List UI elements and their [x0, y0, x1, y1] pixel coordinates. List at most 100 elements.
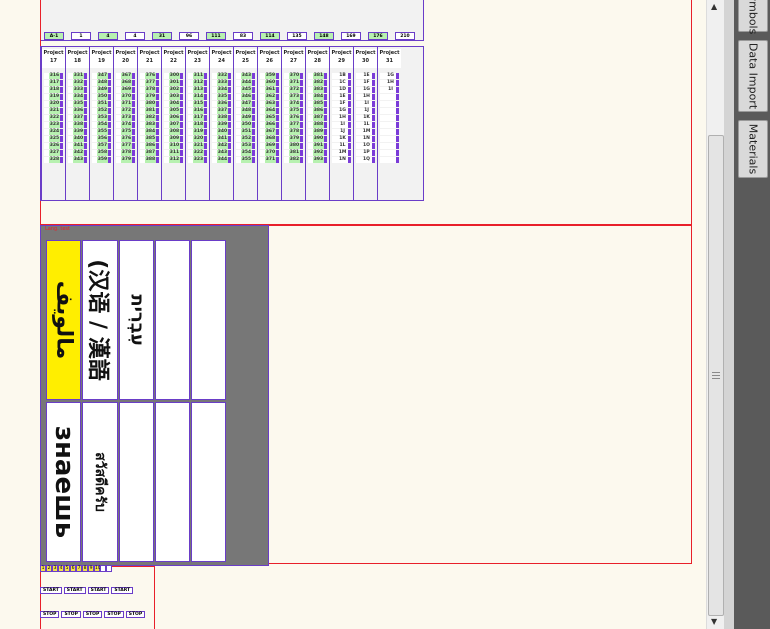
project-cell[interactable]: 339	[212, 121, 231, 128]
stop-button[interactable]: STOP	[40, 611, 60, 618]
project-cell[interactable]: 338	[212, 114, 231, 121]
project-cell[interactable]: 373	[116, 114, 135, 121]
project-cell[interactable]: 311	[188, 73, 207, 79]
project-cell[interactable]: 386	[308, 107, 327, 114]
project-cell[interactable]: 350	[92, 93, 111, 100]
number-cell[interactable]: 3	[52, 565, 58, 572]
project-cell[interactable]: 381	[308, 73, 327, 79]
project-cell[interactable]: 1O	[356, 142, 375, 149]
project-cell[interactable]: 338	[68, 121, 87, 128]
project-cell[interactable]: 332	[68, 79, 87, 86]
project-cell[interactable]: 382	[284, 156, 303, 163]
start-button[interactable]: START	[87, 587, 110, 594]
project-cell[interactable]: 354	[236, 149, 255, 156]
project-cell[interactable]: 378	[284, 128, 303, 135]
project-cell[interactable]: 321	[44, 107, 63, 114]
project-cell[interactable]: 379	[116, 156, 135, 163]
project-cell[interactable]: 331	[68, 73, 87, 79]
project-cell[interactable]: 352	[236, 135, 255, 142]
start-button[interactable]: START	[63, 587, 86, 594]
project-cell[interactable]: 316	[188, 107, 207, 114]
project-cell[interactable]: 342	[212, 142, 231, 149]
number-cell[interactable]: 4	[58, 565, 64, 572]
project-cell[interactable]: 301	[164, 79, 183, 86]
project-cell[interactable]: 349	[236, 114, 255, 121]
project-cell[interactable]	[380, 142, 399, 149]
project-cell[interactable]: 1I	[380, 86, 399, 93]
project-cell[interactable]: 357	[92, 142, 111, 149]
number-cell[interactable]: 5	[64, 565, 70, 572]
project-cell[interactable]: 316	[44, 73, 63, 79]
project-cell[interactable]: 1K	[356, 114, 375, 121]
project-cell[interactable]: 337	[212, 107, 231, 114]
project-cell[interactable]: 371	[116, 100, 135, 107]
project-cell[interactable]: 302	[164, 86, 183, 93]
tab-materials[interactable]: Materials	[738, 120, 768, 178]
project-cell[interactable]: 369	[116, 86, 135, 93]
project-cell[interactable]: 321	[188, 142, 207, 149]
project-cell[interactable]: 374	[116, 121, 135, 128]
project-cell[interactable]: 322	[188, 149, 207, 156]
project-cell[interactable]: 333	[68, 86, 87, 93]
project-cell[interactable]: 1Q	[356, 156, 375, 163]
project-cell[interactable]: 303	[164, 93, 183, 100]
project-cell[interactable]: 1M	[356, 128, 375, 135]
project-cell[interactable]: 328	[44, 156, 63, 163]
project-cell[interactable]: 383	[308, 86, 327, 93]
project-cell[interactable]: 377	[140, 79, 159, 86]
project-cell[interactable]: 307	[164, 121, 183, 128]
project-cell[interactable]: 378	[140, 86, 159, 93]
project-cell[interactable]: 359	[260, 73, 279, 79]
start-button[interactable]: START	[111, 587, 134, 594]
project-cell[interactable]: 347	[236, 100, 255, 107]
project-cell[interactable]: 386	[140, 142, 159, 149]
project-cell[interactable]: 337	[68, 114, 87, 121]
project-cell[interactable]	[380, 156, 399, 163]
project-cell[interactable]: 344	[236, 79, 255, 86]
project-cell[interactable]: 372	[116, 107, 135, 114]
project-cell[interactable]: 1L	[356, 121, 375, 128]
number-cell[interactable]: 10	[94, 565, 101, 572]
project-cell[interactable]: 376	[284, 114, 303, 121]
project-cell[interactable]: 393	[308, 156, 327, 163]
project-cell[interactable]: 313	[188, 86, 207, 93]
project-cell[interactable]: 339	[68, 128, 87, 135]
project-cell[interactable]: 363	[260, 100, 279, 107]
project-cell[interactable]: 365	[260, 114, 279, 121]
project-cell[interactable]: 314	[188, 93, 207, 100]
project-cell[interactable]	[380, 149, 399, 156]
project-cell[interactable]: 335	[212, 93, 231, 100]
project-cell[interactable]: 374	[284, 100, 303, 107]
project-cell[interactable]: 1F	[332, 100, 351, 107]
project-cell[interactable]: 1B	[332, 73, 351, 79]
tab-symbols[interactable]: Symbols	[738, 0, 768, 34]
project-cell[interactable]: 375	[284, 107, 303, 114]
project-cell[interactable]: 373	[284, 93, 303, 100]
project-cell[interactable]: 377	[284, 121, 303, 128]
project-cell[interactable]: 1G	[380, 73, 399, 79]
project-cell[interactable]: 368	[116, 79, 135, 86]
project-cell[interactable]: 341	[68, 142, 87, 149]
stop-button[interactable]: STOP	[125, 611, 146, 618]
project-cell[interactable]: 343	[236, 73, 255, 79]
project-cell[interactable]: 380	[140, 100, 159, 107]
number-cell[interactable]: 2	[46, 565, 52, 572]
project-cell[interactable]: 1M	[332, 149, 351, 156]
project-cell[interactable]: 376	[140, 73, 159, 79]
project-cell[interactable]: 370	[116, 93, 135, 100]
project-cell[interactable]: 367	[116, 73, 135, 79]
project-cell[interactable]: 1C	[332, 79, 351, 86]
project-cell[interactable]: 323	[44, 121, 63, 128]
project-cell[interactable]: 361	[260, 86, 279, 93]
project-cell[interactable]: 347	[92, 73, 111, 79]
project-cell[interactable]: 318	[44, 86, 63, 93]
project-cell[interactable]: 381	[140, 107, 159, 114]
project-cell[interactable]: 346	[236, 93, 255, 100]
project-cell[interactable]: 388	[308, 121, 327, 128]
project-cell[interactable]: 1N	[332, 156, 351, 163]
project-cell[interactable]: 370	[260, 149, 279, 156]
project-cell[interactable]: 387	[140, 149, 159, 156]
project-cell[interactable]: 383	[140, 121, 159, 128]
project-cell[interactable]: 322	[44, 114, 63, 121]
project-cell[interactable]: 1I	[332, 121, 351, 128]
